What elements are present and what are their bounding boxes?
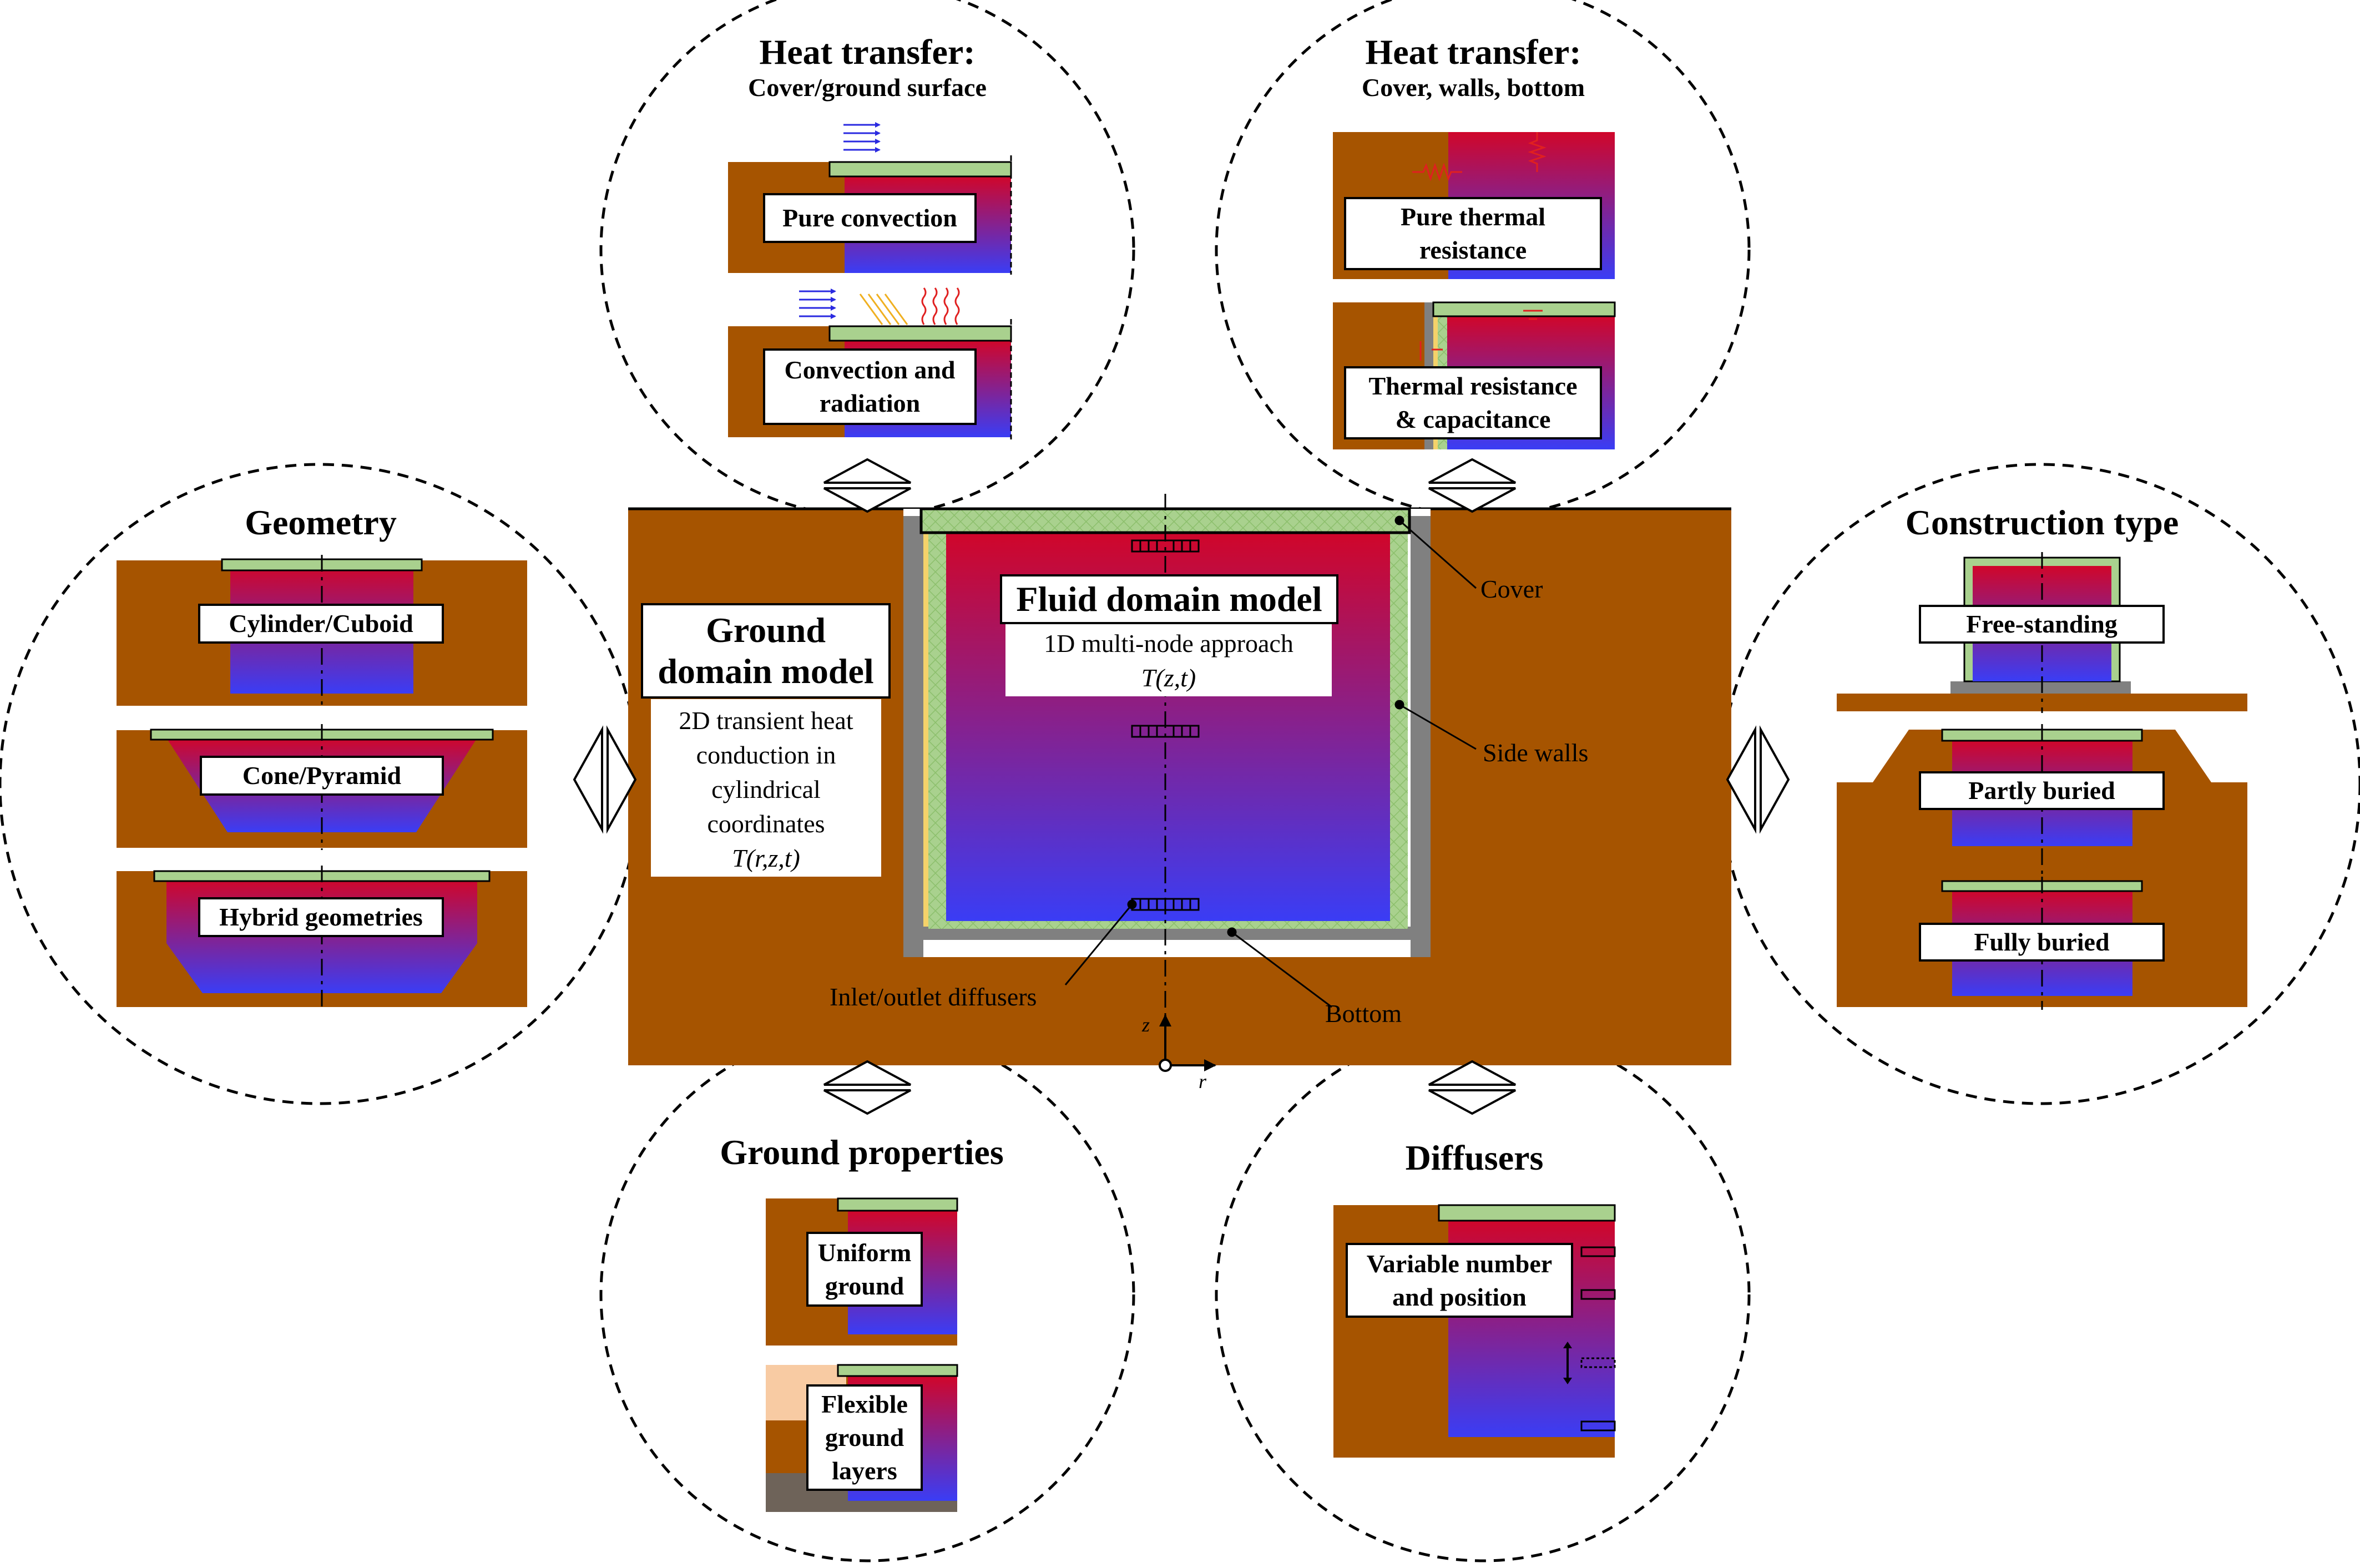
connector-top-right <box>1428 458 1516 513</box>
connector-top-left <box>823 458 911 513</box>
label-cover: Cover <box>1480 575 1543 603</box>
axis-label-z: z <box>1142 1014 1150 1036</box>
heat-cover-subtitle: Cover/ground surface <box>748 73 987 102</box>
connector-left <box>573 725 637 834</box>
wall-insulation-left <box>928 533 946 927</box>
heat-walls-subtitle: Cover, walls, bottom <box>1361 73 1585 102</box>
option-cone-pyramid: Cone/Pyramid <box>200 756 444 796</box>
label-bottom: Bottom <box>1325 999 1402 1028</box>
axis-label-r: r <box>1199 1070 1207 1092</box>
fluid-model-title-box: Fluid domain model <box>1000 574 1338 624</box>
option-free-standing: Free-standing <box>1919 605 2165 644</box>
ground-props-title: Ground properties <box>720 1132 1004 1172</box>
option-fully-buried: Fully buried <box>1919 923 2165 962</box>
option-hybrid-geometries: Hybrid geometries <box>198 897 444 937</box>
side-wall-left <box>903 516 923 957</box>
connector-bottom-right <box>1428 1060 1516 1115</box>
fluid-model-desc-box: 1D multi-node approach T(z,t) <box>1005 624 1332 696</box>
connector-right <box>1726 725 1790 834</box>
label-side-walls: Side walls <box>1483 739 1589 767</box>
diffusers-title: Diffusers <box>1405 1138 1544 1177</box>
option-cylinder-cuboid: Cylinder/Cuboid <box>198 604 444 644</box>
option-thermal-resistance-capacitance: Thermal resistance& capacitance <box>1344 366 1602 439</box>
option-pure-convection: Pure convection <box>763 193 977 243</box>
ground-model-desc-box: 2D transient heat conduction in cylindri… <box>651 699 881 877</box>
geometry-title: Geometry <box>245 503 397 542</box>
side-wall-right <box>1411 516 1431 957</box>
wall-insulation-right <box>1390 533 1408 927</box>
connector-bottom-left <box>823 1060 911 1115</box>
heat-walls-title: Heat transfer: <box>1365 32 1581 72</box>
label-inlet-outlet-diffusers: Inlet/outlet diffusers <box>830 983 1037 1011</box>
heat-cover-title: Heat transfer: <box>759 32 976 72</box>
connector-arrows <box>573 458 1790 1115</box>
construction-title: Construction type <box>1905 503 2179 542</box>
option-partly-buried: Partly buried <box>1919 771 2165 810</box>
